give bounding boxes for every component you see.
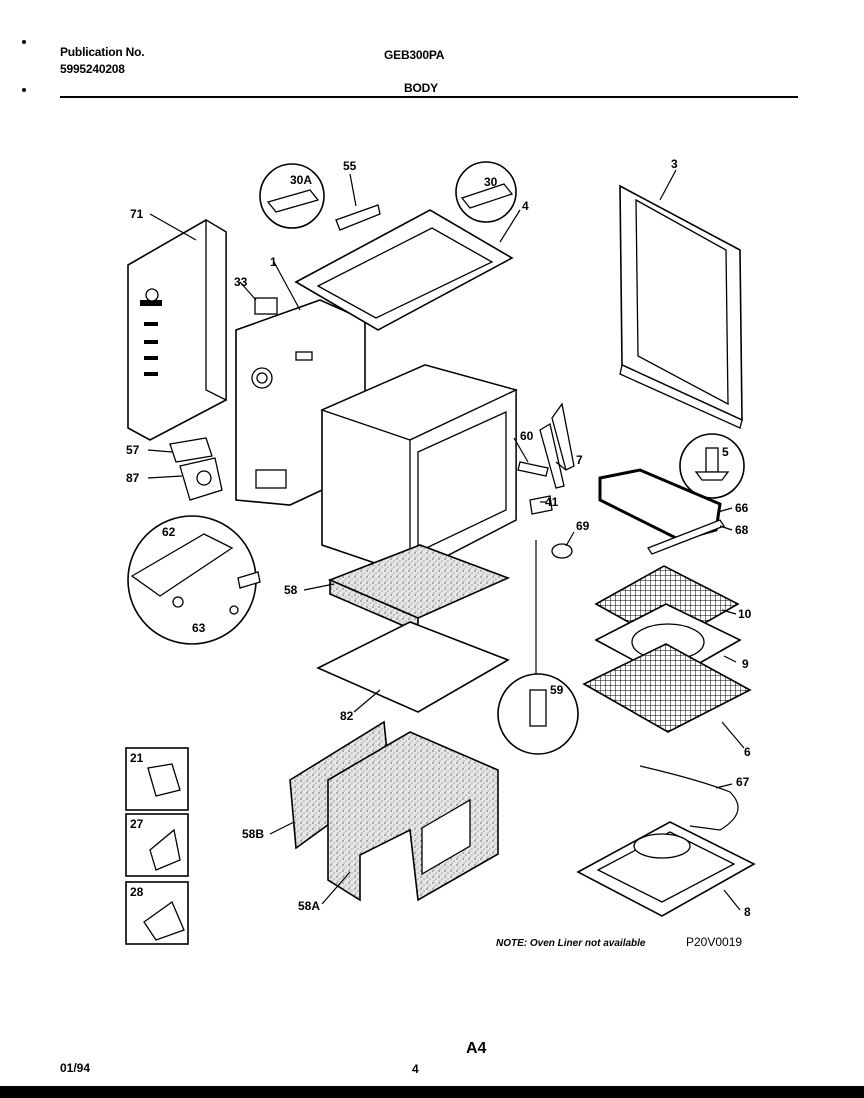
label-41: 41: [545, 495, 559, 509]
label-1: 1: [270, 255, 277, 269]
publication-number: 5995240208: [60, 62, 125, 76]
part-57-plate: [169, 437, 213, 463]
part-55-clip: [335, 204, 381, 231]
label-62: 62: [162, 525, 176, 539]
label-60: 60: [520, 429, 534, 443]
part-69-knob: [551, 543, 573, 559]
oven-liner-note: NOTE: Oven Liner not available: [496, 938, 646, 949]
part-58a-blanket: [327, 731, 499, 902]
part-82-bottom-plate: [316, 621, 510, 713]
label-58: 58: [284, 583, 298, 597]
model-number: GEB300PA: [384, 48, 445, 62]
box-21: [125, 747, 189, 811]
label-5: 5: [722, 445, 729, 459]
label-82: 82: [340, 709, 354, 723]
detail-30a: [259, 163, 325, 229]
section-title: BODY: [404, 81, 438, 95]
label-4: 4: [522, 199, 529, 213]
label-55: 55: [343, 159, 357, 173]
leader-lines: [147, 169, 745, 911]
detail-30: [455, 161, 517, 223]
publication-label: Publication No.: [60, 45, 145, 59]
part-3-door-frame: [619, 184, 743, 429]
part-66-element: [598, 468, 722, 542]
label-7: 7: [576, 453, 583, 467]
label-71: 71: [130, 207, 144, 221]
part-87-block: [179, 457, 223, 501]
label-10: 10: [738, 607, 752, 621]
part-67-wire: [639, 765, 739, 831]
part-68-strip: [647, 519, 725, 555]
label-21: 21: [130, 751, 144, 765]
label-6: 6: [744, 745, 751, 759]
scan-edge: [0, 1086, 864, 1098]
label-33: 33: [234, 275, 248, 289]
label-68: 68: [735, 523, 749, 537]
margin-dot-bottom: [22, 88, 26, 92]
label-3: 3: [671, 157, 678, 171]
parts-60-7-41-brackets: [517, 402, 575, 515]
drawing-code: P20V0019: [686, 935, 742, 949]
part-8-bottom-tray: [576, 821, 756, 917]
label-63: 63: [192, 621, 206, 635]
part-6-rack: [582, 643, 752, 733]
label-67: 67: [736, 775, 750, 789]
header-rule: [60, 96, 798, 98]
label-9: 9: [742, 657, 749, 671]
part-33-bracket: [254, 297, 278, 315]
label-59: 59: [550, 683, 564, 697]
part-62-63-detail: [127, 515, 261, 645]
box-28: [125, 881, 189, 945]
label-30: 30: [484, 175, 498, 189]
label-30a: 30A: [290, 173, 312, 187]
label-66: 66: [735, 501, 749, 515]
label-69: 69: [576, 519, 590, 533]
part-labels: 71 30A 55 30 4 3 1 33 57 87 60 7 5 41 66…: [126, 157, 752, 919]
footer-sheet: A4: [466, 1040, 487, 1057]
label-28: 28: [130, 885, 144, 899]
part-59-detail: [497, 673, 579, 755]
box-27: [125, 813, 189, 877]
label-8: 8: [744, 905, 751, 919]
part-71-side-panel: [127, 218, 227, 441]
label-27: 27: [130, 817, 144, 831]
footer-date: 01/94: [60, 1061, 91, 1075]
margin-dot-top: [22, 40, 26, 44]
label-58b: 58B: [242, 827, 264, 841]
label-57: 57: [126, 443, 140, 457]
label-58a: 58A: [298, 899, 320, 913]
footer-page: 4: [412, 1062, 419, 1076]
label-87: 87: [126, 471, 140, 485]
part-5-leveler: [679, 433, 745, 499]
part-4-top-cover: [294, 209, 514, 331]
oven-cavity: [320, 364, 518, 577]
